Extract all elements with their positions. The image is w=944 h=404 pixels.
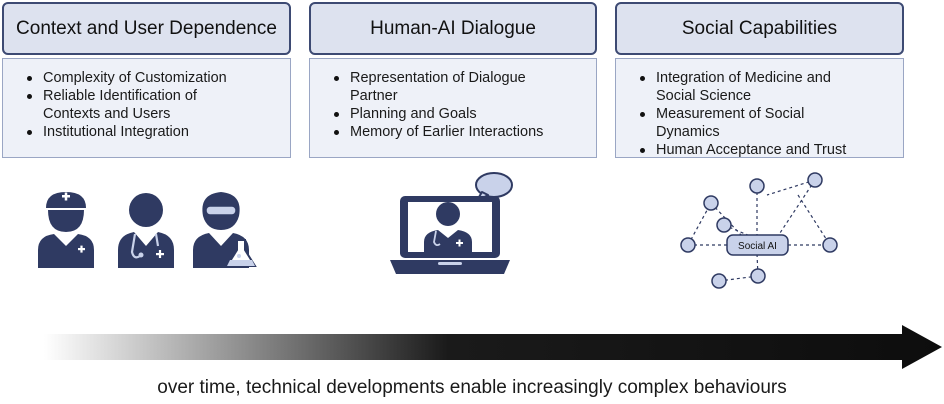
network-node: [749, 178, 765, 194]
network-node: [822, 237, 838, 253]
panel-context-body: Complexity of Customization Reliable Ide…: [2, 58, 291, 158]
timeline-caption: over time, technical developments enable…: [157, 377, 787, 398]
panel-dialogue-body: Representation of Dialogue Partner Plann…: [309, 58, 597, 158]
scientist-icon: [193, 192, 257, 268]
panel-social-list: Integration of Medicine and Social Scien…: [616, 59, 903, 159]
list-item: Institutional Integration: [27, 123, 290, 141]
social-ai-label: Social AI: [738, 241, 777, 252]
list-item-continuation: Partner: [350, 88, 398, 104]
list-item-continuation: Social Science: [656, 88, 752, 104]
network-node: [716, 217, 732, 233]
list-item: Memory of Earlier Interactions: [334, 123, 596, 141]
list-item: Integration of Medicine and: [640, 69, 903, 87]
list-item: Complexity of Customization: [27, 69, 290, 87]
progress-arrow: [44, 325, 942, 369]
panel-context-list: Complexity of Customization Reliable Ide…: [3, 59, 290, 141]
network-node: [807, 172, 823, 188]
nurse-icon: [38, 192, 94, 268]
list-item: Representation of Dialogue: [334, 69, 596, 87]
list-item: Reliable Identification of: [27, 87, 290, 105]
network-node: [711, 273, 727, 289]
panel-dialogue-list: Representation of Dialogue Partner Plann…: [310, 59, 596, 141]
network-node: [703, 195, 719, 211]
panel-dialogue-title: Human-AI Dialogue: [309, 2, 597, 55]
panel-context-title: Context and User Dependence: [2, 2, 291, 55]
list-item: Planning and Goals: [334, 105, 596, 123]
social-ai-network-diagram: Social AI: [680, 172, 838, 289]
network-node: [680, 237, 696, 253]
panel-social-title: Social Capabilities: [615, 2, 904, 55]
list-item: Human Acceptance and Trust: [640, 141, 903, 159]
network-node: [750, 268, 766, 284]
list-item-continuation: Dynamics: [656, 124, 720, 140]
healthcare-people-illustration: [38, 192, 257, 268]
panel-social-body: Integration of Medicine and Social Scien…: [615, 58, 904, 158]
list-item-continuation: Contexts and Users: [43, 106, 171, 122]
list-item: Measurement of Social: [640, 105, 903, 123]
social-ai-node: [726, 234, 789, 256]
doctor-icon: [118, 193, 174, 268]
laptop-doctor-icon: [390, 172, 513, 274]
